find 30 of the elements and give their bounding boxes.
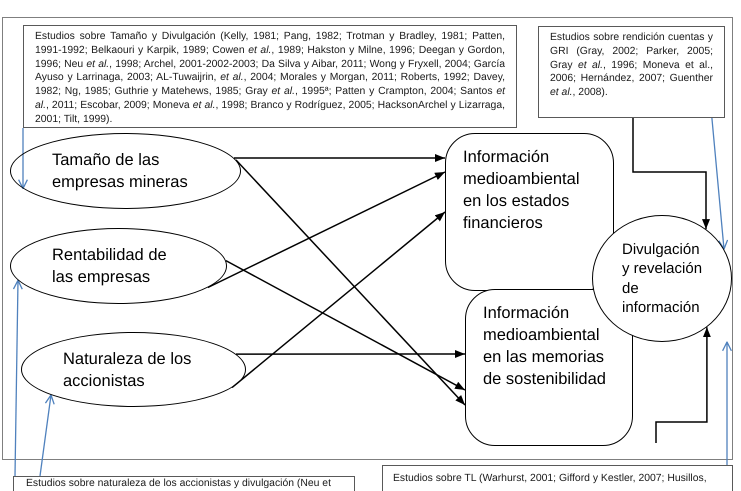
arrow bbox=[208, 171, 446, 288]
reference-arrow bbox=[18, 128, 28, 190]
reference-arrow bbox=[711, 118, 728, 250]
citation-text: Estudios sobre Tamaño y Divulgación (Kelly, 1981; Pang, 1982; Trotman y Bradley, 1981; Patten, 1991-1992; Belkaouri y Karpik, 1989; Cowen et al., 1989; Hakston y Milne, 1996; Deegan y Gordon, 1996; Neu et al., 1998; Archel, 2001-2002-2003; Da Silva y Aibar, 2011; Wong y Fryxell, 2004; García Ayuso y Larrinaga, 2003; AL-Tuwaijrin, et al., 2004; Morales y Morgan, 2011; Roberts, 1992; Davey, 1982; Ng, 1985; Guthrie y Matehews, 1985; Gray et al., 1995ª; Patten y Crampton, 2004; Santos et al., 2011; Escobar, 2009; Moneva et al., 1998; Branco y Rodríguez, 2005; HacksonArchel y Lizarraga, 2001; Tilt, 1999). bbox=[35, 30, 505, 127]
citation-box bbox=[13, 476, 355, 491]
info-box bbox=[445, 133, 614, 291]
ellipse-label: Rentabilidad de las empresas bbox=[52, 245, 168, 288]
arrow bbox=[232, 211, 446, 388]
info-box-text: Información medioambiental en los estados financieros bbox=[463, 147, 580, 234]
factor-ellipse bbox=[10, 228, 227, 304]
arrow bbox=[234, 154, 445, 162]
info-box-text: Información medioambiental en las memorias de sostenibilidad bbox=[483, 303, 607, 390]
arrow bbox=[236, 350, 465, 358]
citation-box bbox=[382, 465, 733, 491]
circle-label: Divulgación y revelación de información bbox=[622, 240, 704, 318]
ellipse-label: Naturaleza de los accionistas bbox=[63, 348, 192, 392]
elbow-arrow bbox=[655, 327, 711, 443]
factor-ellipse bbox=[21, 332, 246, 407]
citation-text: Estudios sobre rendición cuentas y GRI (Gray, 2002; Parker, 2005; Gray et al., 1996; Moneva et al., 2006; Hernández, 2007; Guenther et al., 2008). bbox=[550, 31, 713, 100]
elbow-arrow bbox=[632, 118, 710, 230]
ellipse-label: Tamaño de las empresas mineras bbox=[52, 150, 189, 193]
citation-box bbox=[538, 26, 725, 118]
citation-text: Estudios sobre naturaleza de los accionistas y divulgación (Neu et bbox=[26, 478, 332, 490]
factor-ellipse bbox=[10, 133, 241, 209]
reference-arrow bbox=[722, 341, 732, 465]
arrow bbox=[235, 159, 466, 406]
reference-arrow bbox=[12, 280, 23, 476]
reference-arrow bbox=[39, 394, 55, 476]
citation-text: Estudios sobre TL (Warhurst, 2001; Gifford y Kestler, 2007; Husillos, bbox=[393, 472, 708, 486]
arrow bbox=[226, 260, 466, 391]
